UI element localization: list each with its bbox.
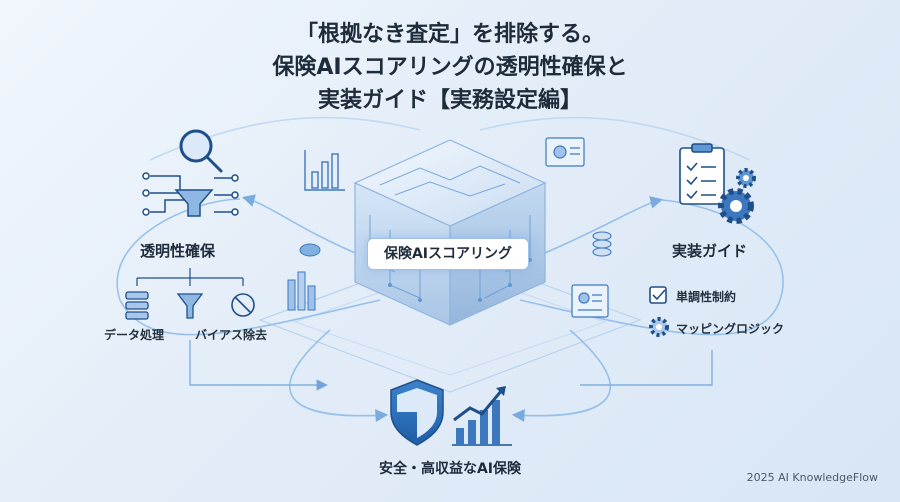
title-line-2: 保険AIスコアリングの透明性確保と [272, 55, 628, 80]
growth-chart-icon [452, 386, 512, 446]
clipboard-icon [679, 143, 725, 205]
page-title: 「根拠なき査定」を排除する。 保険AIスコアリングの透明性確保と 実装ガイド【実… [0, 18, 900, 117]
left-item-bias-removal: バイアス除去 [195, 328, 268, 342]
right-item-monotonic-constraint: 単調性制約 [676, 290, 737, 304]
cube [353, 139, 547, 326]
left-item-data-processing: データ処理 [104, 328, 165, 342]
center-label: 保険AIスコアリング [367, 238, 529, 270]
bar-chart-icon [304, 150, 345, 191]
database-icon [125, 291, 149, 320]
magnifier-icon [179, 129, 223, 173]
bar-chart-3d-icon [287, 271, 316, 311]
report-icon [571, 284, 609, 318]
funnel-icon [176, 293, 204, 319]
shield-icon [390, 379, 444, 446]
connector-left [189, 340, 328, 391]
footer-credit: 2025 AI KnowledgeFlow [746, 471, 878, 484]
mapping-gear-icon [649, 317, 669, 337]
left-section-label: 透明性確保 [140, 242, 216, 260]
right-item-mapping-logic: マッピングロジック [676, 322, 785, 336]
bottom-section-label: 安全・高収益なAI保険 [378, 461, 522, 477]
right-section-label: 実装ガイド [672, 242, 748, 260]
title-line-1: 「根拠なき査定」を排除する。 [295, 22, 604, 47]
checkbox-icon [649, 286, 667, 304]
data-flow-icon [142, 172, 239, 217]
gear-icon [718, 168, 756, 224]
connector-right [580, 350, 713, 386]
title-line-3: 実装ガイド【実務設定編】 [317, 88, 582, 113]
no-bias-icon [231, 293, 255, 317]
coins-icon [592, 231, 612, 257]
tree-connector [136, 268, 244, 286]
pie-chart-icon [299, 243, 321, 257]
dashboard-icon [545, 137, 585, 167]
